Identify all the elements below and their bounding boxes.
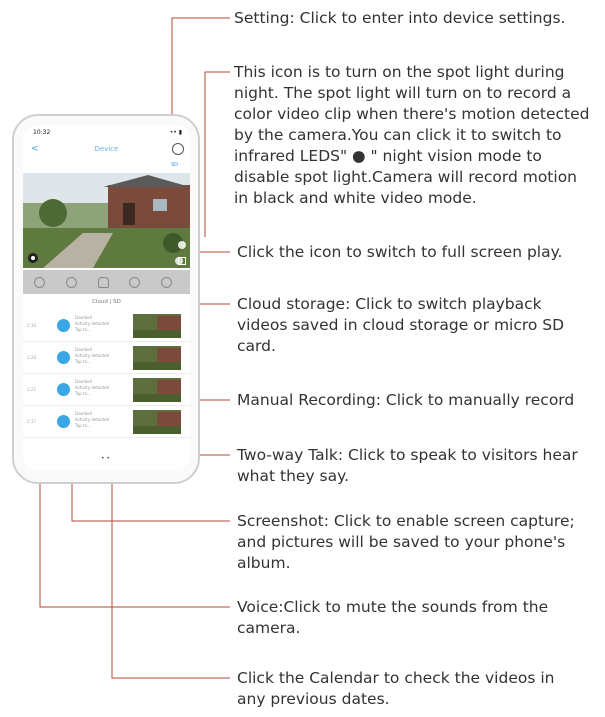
live-video[interactable] <box>23 173 190 268</box>
list-item[interactable]: 2:28 Doorbell Activity detected Tap to..… <box>23 343 190 374</box>
event-type-icon <box>57 383 70 396</box>
gear-icon[interactable] <box>172 143 184 155</box>
event-thumbnail[interactable] <box>133 378 181 402</box>
nav-bar: < Device <box>23 141 190 159</box>
list-item[interactable]: 2:30 Doorbell Activity detected Tap to..… <box>23 311 190 342</box>
nav-title: Device <box>94 145 119 153</box>
event-hint: Tap to... <box>75 391 91 396</box>
speaker-icon[interactable] <box>34 277 45 288</box>
info-bar: SD <box>23 159 190 171</box>
leader-spotlight <box>204 71 230 237</box>
event-title: Doorbell <box>75 379 92 384</box>
resolution-badge[interactable]: SD <box>170 162 178 168</box>
event-title: Doorbell <box>75 347 92 352</box>
annotation-cloud: Cloud storage: Click to switch playback … <box>237 295 565 355</box>
event-text: Doorbell Activity detected Tap to... <box>75 347 109 365</box>
annotation-talk: Two-way Talk: Click to speak to visitors… <box>237 446 578 485</box>
video-scene <box>23 173 190 268</box>
event-thumbnail[interactable] <box>133 346 181 370</box>
event-hint: Tap to... <box>75 359 91 364</box>
record-icon[interactable] <box>129 277 140 288</box>
event-type-icon <box>57 415 70 428</box>
signal-icon: •• ▮ <box>169 129 182 136</box>
event-title: Doorbell <box>75 315 92 320</box>
spotlight-icon[interactable] <box>178 241 186 249</box>
annotation-spotlight: This icon is to turn on the spot light d… <box>234 63 590 207</box>
event-hint: Tap to... <box>75 327 91 332</box>
list-item[interactable]: 2:22 Doorbell Activity detected Tap to..… <box>23 375 190 406</box>
event-thumbnail[interactable] <box>133 314 181 338</box>
event-title: Doorbell <box>75 411 92 416</box>
event-desc: Activity detected <box>75 353 110 358</box>
annotation-screenshot: Screenshot: Click to enable screen captu… <box>237 512 575 572</box>
event-desc: Activity detected <box>75 321 110 326</box>
event-desc: Activity detected <box>75 417 110 422</box>
control-bar <box>23 270 190 294</box>
page-indicator: • • <box>101 455 110 462</box>
event-time: 2:30 <box>27 323 36 328</box>
fullscreen-icon[interactable] <box>178 257 186 265</box>
event-time: 2:28 <box>27 355 36 360</box>
annotation-fullscreen: Click the icon to switch to full screen … <box>237 243 563 261</box>
event-text: Doorbell Activity detected Tap to... <box>75 379 109 397</box>
event-type-icon <box>57 351 70 364</box>
microphone-icon[interactable] <box>98 277 109 288</box>
status-bar: 10:32 •• ▮ <box>23 125 190 139</box>
back-button[interactable]: < <box>31 144 39 154</box>
event-hint: Tap to... <box>75 423 91 428</box>
event-type-icon <box>57 319 70 332</box>
cloud-sd-toggle[interactable]: Cloud | SD <box>92 299 121 305</box>
event-time: 2:22 <box>27 387 36 392</box>
event-desc: Activity detected <box>75 385 110 390</box>
annotation-setting: Setting: Click to enter into device sett… <box>234 9 566 27</box>
leader-setting <box>171 17 230 150</box>
event-text: Doorbell Activity detected Tap to... <box>75 315 109 333</box>
phone-screen: 10:32 •• ▮ < Device SD <box>23 125 190 470</box>
event-text: Doorbell Activity detected Tap to... <box>75 411 109 429</box>
annotation-calendar: Click the Calendar to check the videos i… <box>237 669 555 708</box>
annotation-voice: Voice:Click to mute the sounds from the … <box>237 598 549 637</box>
event-time: 2:17 <box>27 419 36 424</box>
event-thumbnail[interactable] <box>133 410 181 434</box>
status-time: 10:32 <box>33 129 51 136</box>
cloud-icon[interactable] <box>161 277 172 288</box>
annotation-manual: Manual Recording: Click to manually reco… <box>237 391 575 409</box>
camera-icon[interactable] <box>66 277 77 288</box>
list-item[interactable]: 2:17 Doorbell Activity detected Tap to..… <box>23 407 190 438</box>
